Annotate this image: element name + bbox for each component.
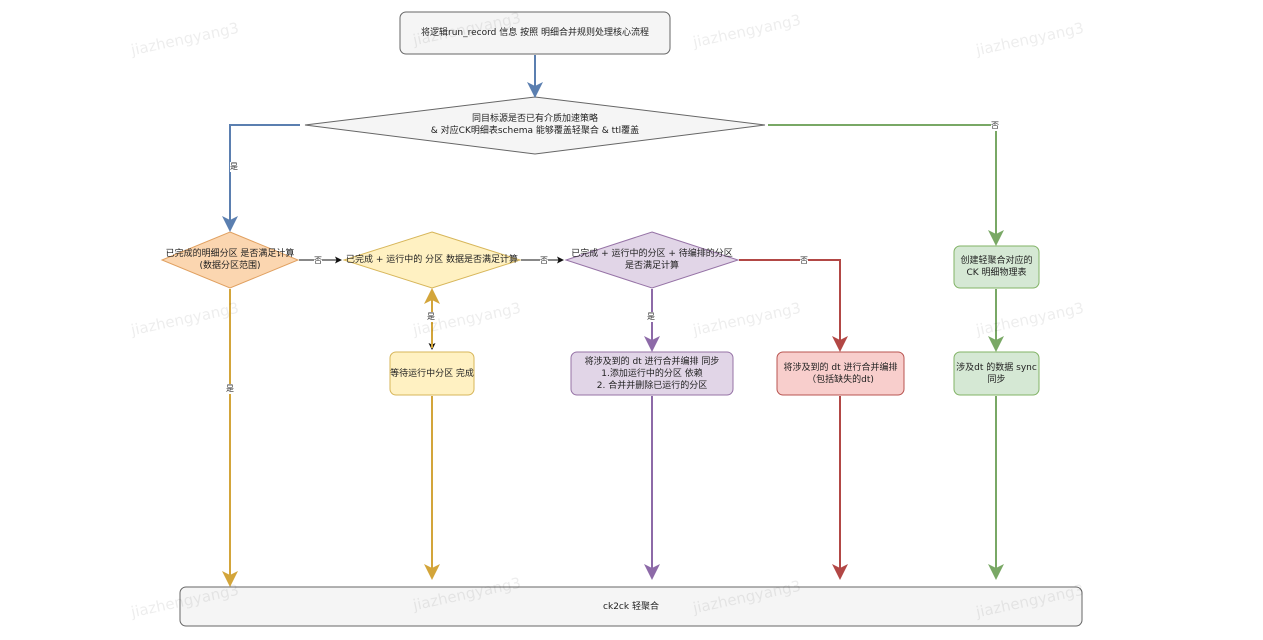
merge-line3: 2. 合并并删除已运行的分区 xyxy=(596,380,708,391)
merge-line1: 将涉及到的 dt 进行合并编排 同步 xyxy=(584,356,720,367)
decision-3 xyxy=(564,231,740,289)
wait-label: 等待运行中分区 完成 xyxy=(390,352,474,395)
end-text: ck2ck 轻聚合 xyxy=(603,601,659,612)
merge-missing-box xyxy=(776,351,905,396)
edge-label-no: 否 xyxy=(314,256,322,266)
edge-label-yes: 是 xyxy=(230,162,238,172)
decision-3-line2: 是否满足计算 xyxy=(624,261,679,271)
edge-label-yes: 是 xyxy=(647,312,655,322)
create-box xyxy=(953,245,1040,289)
merge-missing-line1: 将涉及到的 dt 进行合并编排 xyxy=(783,362,898,373)
edge-label-yes: 是 xyxy=(226,384,234,394)
sync-line2: 同步 xyxy=(987,374,1006,385)
decision-2-text: 已完成 + 运行中的 分区 数据是否满足计算 xyxy=(346,255,518,265)
edge-label-yes: 是 xyxy=(427,312,435,322)
edge-d3-no xyxy=(739,259,848,352)
end-box xyxy=(179,586,1083,627)
decision-1-line2: (数据分区范围) xyxy=(199,261,261,271)
start-text: 将逻辑run_record 信息 按照 明细合并规则处理核心流程 xyxy=(421,28,649,38)
merge-missing-line2: （包括缺失的dt) xyxy=(807,374,874,385)
start-label: 将逻辑run_record 信息 按照 明细合并规则处理核心流程 xyxy=(400,12,670,54)
wait-text: 等待运行中分区 完成 xyxy=(390,368,474,379)
sync-line1: 涉及dt 的数据 sync xyxy=(956,362,1037,373)
decision-3-label: 已完成 + 运行中的分区 + 待编排的分区 是否满足计算 xyxy=(566,244,738,276)
edge-yes-to-d1 xyxy=(222,124,300,232)
merge-missing-label: 将涉及到的 dt 进行合并编排 （包括缺失的dt) xyxy=(777,352,904,395)
create-line2: CK 明细物理表 xyxy=(966,268,1027,278)
sync-box xyxy=(953,351,1040,396)
decision-1-label: 已完成的明细分区 是否满足计算 (数据分区范围) xyxy=(162,244,298,276)
create-label: 创建轻聚合对应的 CK 明细物理表 xyxy=(954,246,1039,288)
edge-no-to-create xyxy=(768,124,1004,246)
wait-box xyxy=(389,351,475,396)
edge-label-no: 否 xyxy=(540,256,548,266)
end-label: ck2ck 轻聚合 xyxy=(180,587,1082,626)
edge-label-no: 否 xyxy=(991,121,999,131)
merge-label: 将涉及到的 dt 进行合并编排 同步 1.添加运行中的分区 依赖 2. 合并并删… xyxy=(571,352,733,395)
decision-1 xyxy=(160,231,300,289)
merge-line2: 1.添加运行中的分区 依赖 xyxy=(601,368,703,379)
create-line1: 创建轻聚合对应的 xyxy=(960,256,1033,266)
decision-1-line1: 已完成的明细分区 是否满足计算 xyxy=(165,249,295,259)
edge-label-no: 否 xyxy=(800,256,808,266)
decision-3-line1: 已完成 + 运行中的分区 + 待编排的分区 xyxy=(571,249,733,259)
sync-label: 涉及dt 的数据 sync 同步 xyxy=(954,352,1039,395)
decision-2-label: 已完成 + 运行中的 分区 数据是否满足计算 xyxy=(340,248,524,272)
decision-main xyxy=(304,96,766,155)
merge-box xyxy=(570,351,734,396)
start-box xyxy=(399,11,671,55)
decision-main-line2: & 对应CK明细表schema 能够覆盖轻聚合 & ttl覆盖 xyxy=(430,126,640,136)
decision-main-label: 同目标源是否已有介质加速策略 & 对应CK明细表schema 能够覆盖轻聚合 &… xyxy=(340,108,730,142)
decision-main-line1: 同目标源是否已有介质加速策略 xyxy=(471,114,598,124)
